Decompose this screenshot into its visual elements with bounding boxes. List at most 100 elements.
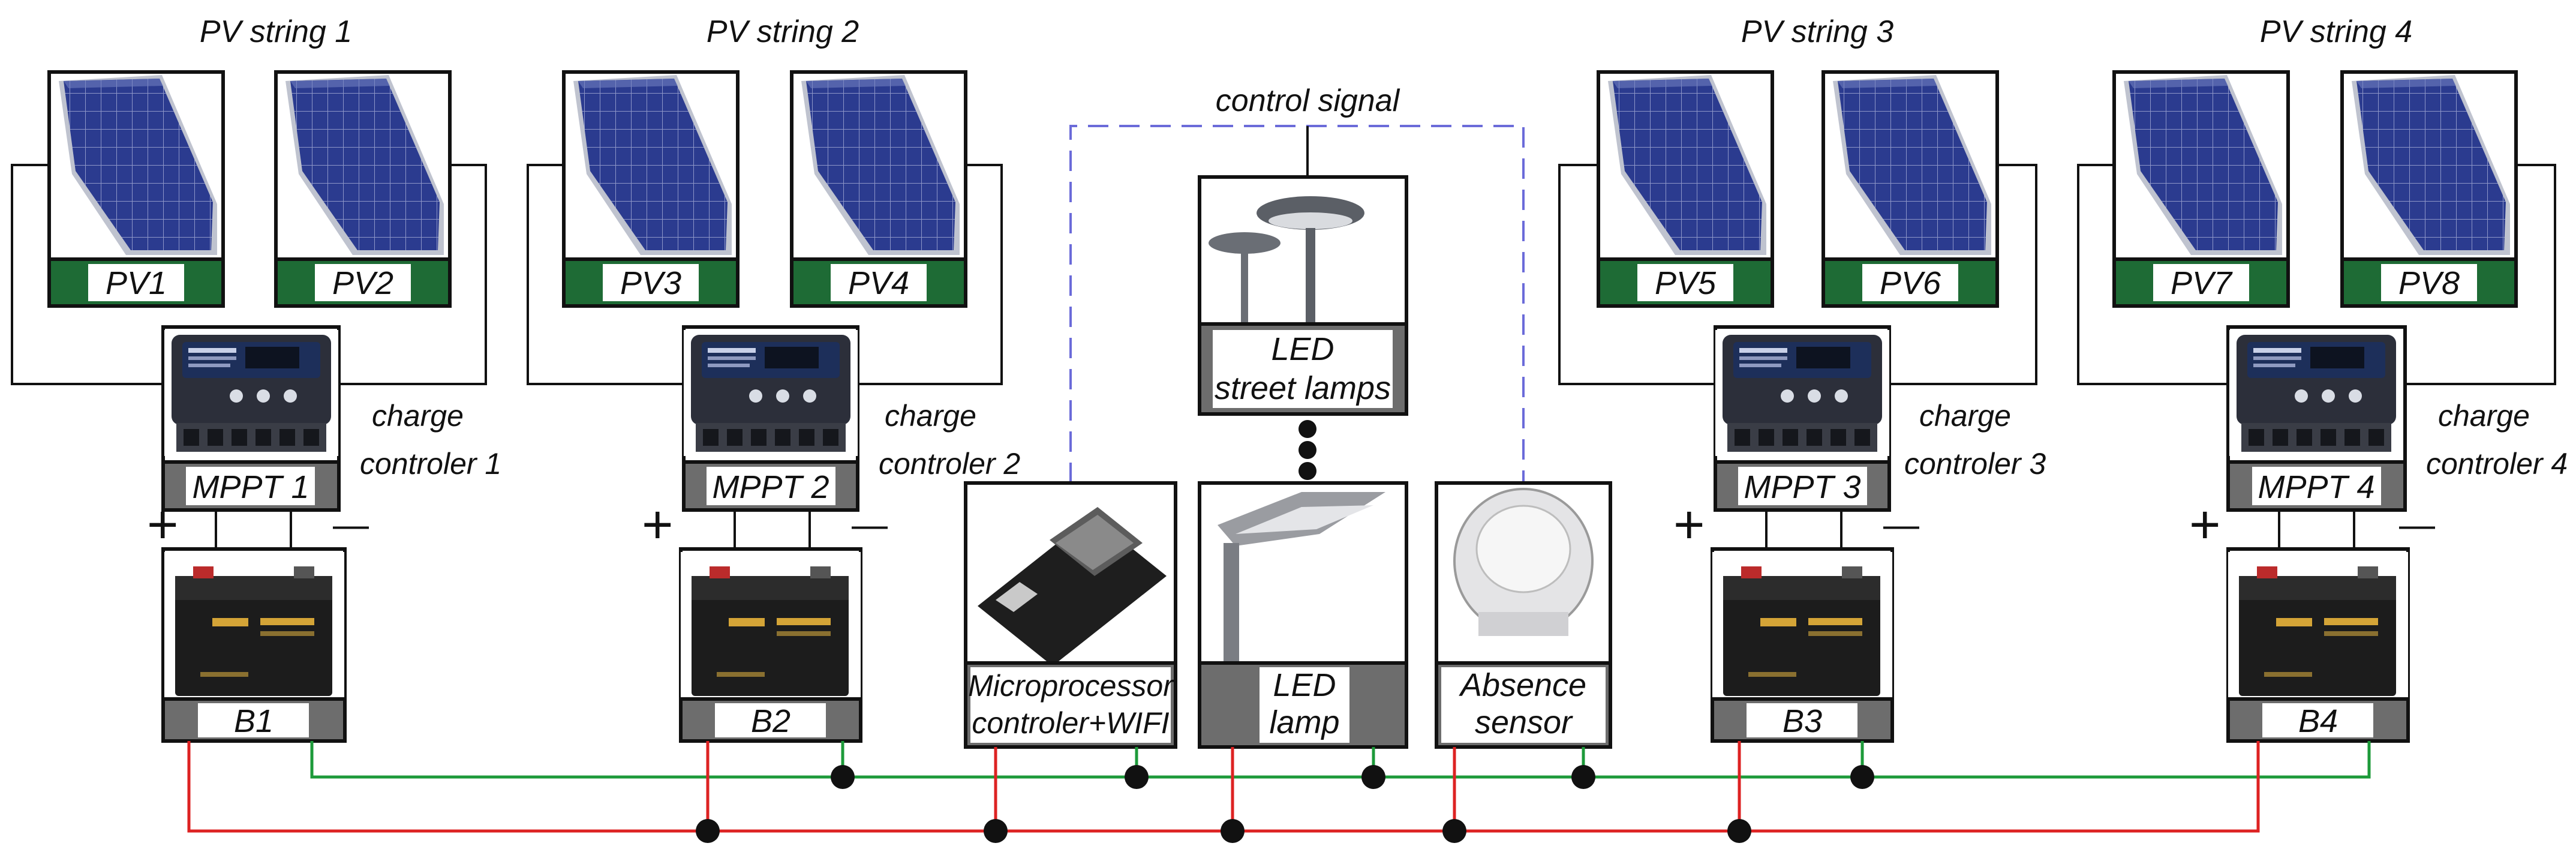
battery-1-label: B1 [234, 703, 273, 739]
pv-panel-6-label: PV6 [1880, 265, 1941, 301]
absence-sensor: Absence sensor [1435, 481, 1612, 749]
pv-panel-7-label: PV7 [2171, 265, 2233, 301]
battery-2-label: B2 [751, 703, 790, 739]
led-street-lamps: LED street lamps [1198, 175, 1408, 416]
pv-panel-6: PV6 [1821, 70, 1999, 308]
mppt-4: MPPT 4 [2226, 325, 2407, 512]
mppt-4-battery-link [2278, 510, 2355, 549]
battery-3: B3 [1711, 547, 1894, 743]
sensor-icon [1453, 488, 1594, 636]
pv-string-3-wiring [1558, 164, 2037, 385]
microprocessor-controller: Microprocessor controler+WIFI [964, 481, 1177, 749]
negative-junction-3 [1361, 765, 1385, 789]
battery-4-plus: + [2189, 495, 2221, 555]
led-street-lamps-label-line-1: LED [1271, 331, 1334, 367]
led-lamp: LED lamp [1198, 481, 1408, 749]
pv-string-4-title: PV string 4 [2260, 14, 2412, 49]
pv-panel-3-label: PV3 [620, 265, 681, 301]
positive-junction-4 [1442, 819, 1466, 843]
pv-panel-7: PV7 [2112, 70, 2290, 308]
control-signal-label: control signal [1216, 83, 1400, 118]
pv-panel-5-label: PV5 [1655, 265, 1717, 301]
led-lamp-label-line-1: LED [1273, 667, 1336, 703]
negative-bus-line [310, 741, 2371, 779]
charge-controller-3-line-1: charge [1919, 399, 2011, 433]
mppt-1-label: MPPT 1 [192, 469, 309, 505]
positive-junction-3 [1221, 819, 1245, 843]
led-street-lamps-label-line-2: street lamps [1215, 370, 1391, 406]
battery-3-plus: + [1673, 495, 1705, 555]
esp32-board-icon [978, 507, 1167, 666]
microprocessor-label-line-2: controler+WIFI [972, 706, 1169, 740]
pv-string-1-title: PV string 1 [200, 14, 352, 49]
pv-string-3-title: PV string 3 [1741, 14, 1893, 49]
charge-controller-4-line-2: controler 4 [2426, 447, 2568, 481]
pv-panel-1: PV1 [47, 70, 225, 308]
control-section: control signal LED street lamps [964, 83, 1612, 749]
negative-junction-2 [1125, 765, 1149, 789]
battery-3-label: B3 [1783, 703, 1822, 739]
pv-string-2-wiring [527, 164, 1003, 385]
mppt-2-battery-link [734, 510, 811, 549]
led-lamp-label-line-2: lamp [1269, 704, 1339, 740]
pv-panel-1-label: PV1 [106, 265, 167, 301]
battery-3-minus: — [1883, 505, 1919, 545]
absence-sensor-label-line-1: Absence [1459, 667, 1586, 703]
negative-junction-1 [831, 765, 855, 789]
pv-panel-5: PV5 [1597, 70, 1774, 308]
charge-controller-3-line-2: controler 3 [1904, 447, 2046, 481]
positive-junction-1 [696, 819, 720, 843]
charge-controller-2-line-2: controler 2 [879, 447, 1020, 481]
charge-controller-2-line-1: charge [885, 399, 976, 433]
pv-string-2: PV string 2 PV3 PV4 MPPT 2 charge contro… [527, 14, 1020, 743]
pv-panel-4: PV4 [790, 70, 967, 308]
battery-1-minus: — [333, 505, 369, 545]
negative-junction-4 [1571, 765, 1595, 789]
battery-2-plus: + [642, 495, 674, 555]
charge-controller-1-line-1: charge [372, 399, 464, 433]
negative-bus-taps [841, 741, 1864, 777]
positive-junction-5 [1727, 819, 1751, 843]
mppt-3-battery-link [1765, 510, 1842, 549]
mppt-1-battery-link [215, 510, 292, 549]
battery-1-plus: + [147, 495, 179, 555]
pv-panel-3: PV3 [562, 70, 740, 308]
mppt-2: MPPT 2 [682, 325, 859, 512]
charge-controller-4-line-1: charge [2438, 399, 2530, 433]
mppt-2-label: MPPT 2 [712, 469, 829, 505]
pv-panel-8-label: PV8 [2398, 265, 2460, 301]
positive-bus [187, 741, 2260, 843]
microprocessor-label-line-1: Microprocessor [968, 669, 1174, 703]
pv-string-1-wiring [11, 164, 487, 385]
mppt-3-label: MPPT 3 [1744, 469, 1860, 505]
mppt-3: MPPT 3 [1714, 325, 1891, 512]
pv-string-1: PV string 1 PV1 PV2 MPPT 1 charge contro… [11, 14, 501, 743]
pv-panel-2: PV2 [274, 70, 452, 308]
positive-junction-2 [984, 819, 1008, 843]
negative-bus [310, 741, 2371, 789]
absence-sensor-label-line-2: sensor [1475, 704, 1573, 740]
pv-panel-4-label: PV4 [848, 265, 909, 301]
battery-2: B2 [679, 547, 862, 743]
pv-string-2-title: PV string 2 [707, 14, 859, 49]
ellipsis-dots [1298, 420, 1316, 480]
pv-panel-8: PV8 [2340, 70, 2518, 308]
positive-bus-line [187, 741, 2260, 833]
mppt-4-label: MPPT 4 [2258, 469, 2374, 505]
lamp-head-icon [1218, 492, 1385, 669]
battery-4-label: B4 [2298, 703, 2338, 739]
battery-2-minus: — [852, 505, 888, 545]
negative-junction-5 [1850, 765, 1874, 789]
battery-4-minus: — [2399, 505, 2435, 545]
pv-panel-2-label: PV2 [332, 265, 393, 301]
battery-1: B1 [161, 547, 347, 743]
street-lamp-icon [1209, 196, 1364, 336]
pv-string-4: PV string 4 PV7 PV8 MPPT 4 charge contro… [2077, 14, 2568, 743]
pv-string-4-wiring [2077, 164, 2556, 385]
charge-controller-1-line-2: controler 1 [360, 447, 501, 481]
positive-bus-taps [706, 741, 1741, 831]
mppt-1: MPPT 1 [161, 325, 341, 512]
battery-4: B4 [2226, 547, 2410, 743]
pv-string-3: PV string 3 PV5 PV6 MPPT 3 charge contro… [1558, 14, 2046, 743]
